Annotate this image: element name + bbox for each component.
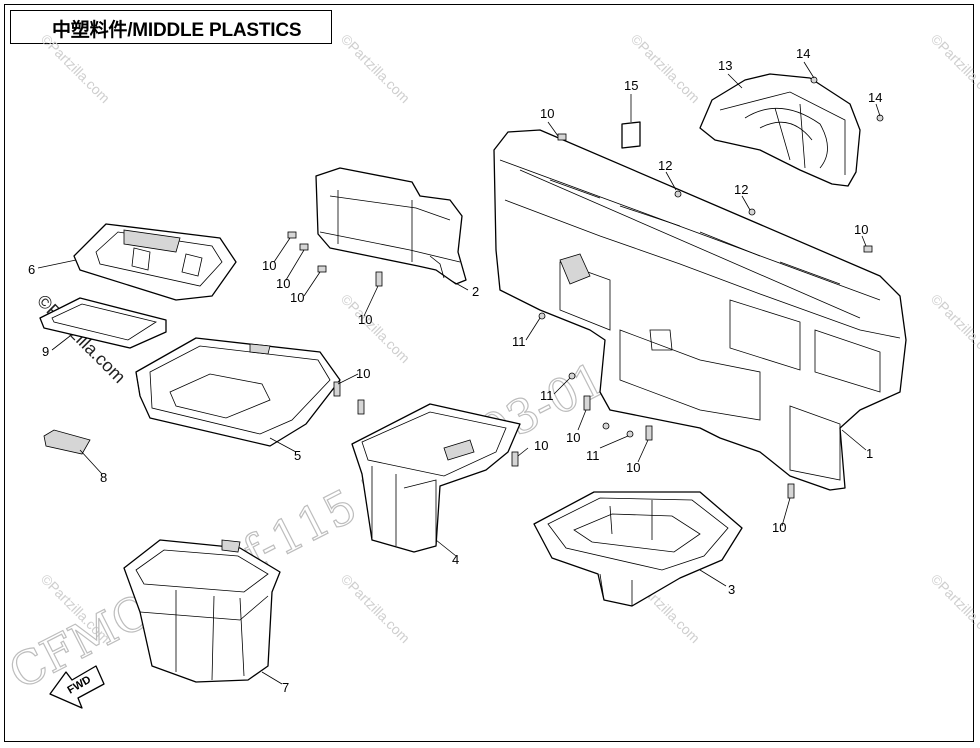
callouts: 1 2 3 4 5 6 7 8 9 13 15 14 14 12 12 10 1… <box>28 46 882 695</box>
callout-10e: 10 <box>290 290 304 305</box>
part-6-lid <box>73 223 237 301</box>
callout-10a: 10 <box>540 106 554 121</box>
callout-5: 5 <box>294 448 301 463</box>
diagram-title: 中塑料件/MIDDLE PLASTICS <box>52 20 302 41</box>
callout-4: 4 <box>452 552 459 567</box>
part-15-label <box>621 121 641 149</box>
callout-2: 2 <box>472 284 479 299</box>
callout-10h: 10 <box>534 438 548 453</box>
watermark-11: ©Partzilla.com <box>928 571 980 646</box>
watermark-5: ©Partzilla.com <box>338 291 413 366</box>
part-7-deep-bin <box>123 539 281 683</box>
callout-10j: 10 <box>626 460 640 475</box>
part-8-clip <box>43 429 91 455</box>
part-2-side-bracket <box>315 167 467 285</box>
watermark-9: ©Partzilla.com <box>338 571 413 646</box>
callout-9: 9 <box>42 344 49 359</box>
callout-10g: 10 <box>356 366 370 381</box>
callout-6: 6 <box>28 262 35 277</box>
callout-13: 13 <box>718 58 732 73</box>
callout-8: 8 <box>100 470 107 485</box>
callout-12a: 12 <box>658 158 672 173</box>
callout-11c: 11 <box>586 448 600 463</box>
callout-10d: 10 <box>276 276 290 291</box>
fwd-arrow: FWD <box>49 665 105 709</box>
fasteners <box>287 76 884 499</box>
diagram-frame <box>4 4 974 742</box>
watermark-4: ©Partzilla.com <box>928 31 980 106</box>
callout-10c: 10 <box>262 258 276 273</box>
part-4-storage-bin <box>351 403 521 553</box>
part-1-rear-panel <box>493 129 907 491</box>
callout-10b: 10 <box>854 222 868 237</box>
watermark-1: ©Partzilla.com <box>38 31 113 106</box>
callout-14a: 14 <box>796 46 810 61</box>
callout-7: 7 <box>282 680 289 695</box>
part-3-tub <box>533 491 743 607</box>
watermark-7: ©Partzilla.com <box>928 291 980 366</box>
callout-10k: 10 <box>772 520 786 535</box>
part-13-rear-cover <box>699 73 861 187</box>
callout-10i: 10 <box>566 430 580 445</box>
callout-10f: 10 <box>358 312 372 327</box>
callout-11b: 11 <box>540 388 554 403</box>
watermark-3: ©Partzilla.com <box>628 31 703 106</box>
callout-14b: 14 <box>868 90 882 105</box>
callout-3: 3 <box>728 582 735 597</box>
title-box <box>10 10 332 44</box>
callout-1: 1 <box>866 446 873 461</box>
leader-lines <box>37 61 881 685</box>
part-9-seal <box>39 297 167 349</box>
callout-12b: 12 <box>734 182 748 197</box>
part-5-tray <box>135 337 341 447</box>
callout-15: 15 <box>624 78 638 93</box>
watermark-2: ©Partzilla.com <box>338 31 413 106</box>
callout-11a: 11 <box>512 334 526 349</box>
